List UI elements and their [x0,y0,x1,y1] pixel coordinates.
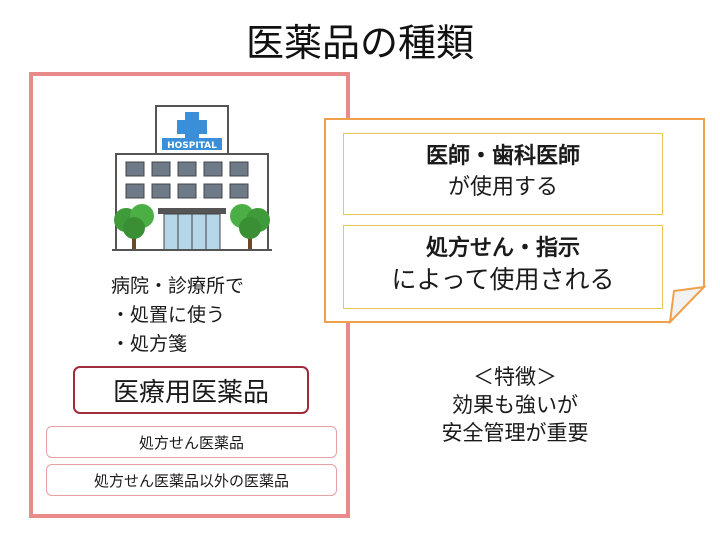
medical-drug-panel: HOSPITAL [29,72,350,518]
prescription-drug-label: 処方せん医薬品 [46,426,337,458]
hospital-sign: HOSPITAL [167,141,217,151]
features-text: ＜特徴＞ 効果も強いが 安全管理が重要 [400,363,630,447]
usage-line: ・処置に使う [111,304,226,326]
callout-heading: 医師・歯科医師 [425,144,580,169]
speech-callout: 医師・歯科医師 が使用する 処方せん・指示 によって使用される [323,117,706,324]
features-line: 安全管理が重要 [441,421,589,445]
usage-description: 病院・診療所で ・処置に使う ・処方箋 [111,272,331,359]
callout-heading: 処方せん・指示 [425,236,580,261]
hospital-illustration: HOSPITAL [112,105,272,251]
features-line: 効果も強いが [452,393,578,417]
usage-line: ・処方箋 [111,333,188,355]
usage-line: 病院・診療所で [111,275,245,297]
callout-box-prescription: 処方せん・指示 によって使用される [343,225,663,309]
hospital-building-icon: HOSPITAL [112,104,272,254]
non-prescription-drug-label: 処方せん医薬品以外の医薬品 [46,464,337,496]
ethical-drug-label: 医療用医薬品 [73,366,309,414]
callout-body: によって使用される [391,265,615,294]
page-title: 医薬品の種類 [245,21,474,65]
callout-body: が使用する [447,175,558,200]
features-heading: ＜特徴＞ [473,365,557,389]
callout-box-doctor: 医師・歯科医師 が使用する [343,133,663,215]
